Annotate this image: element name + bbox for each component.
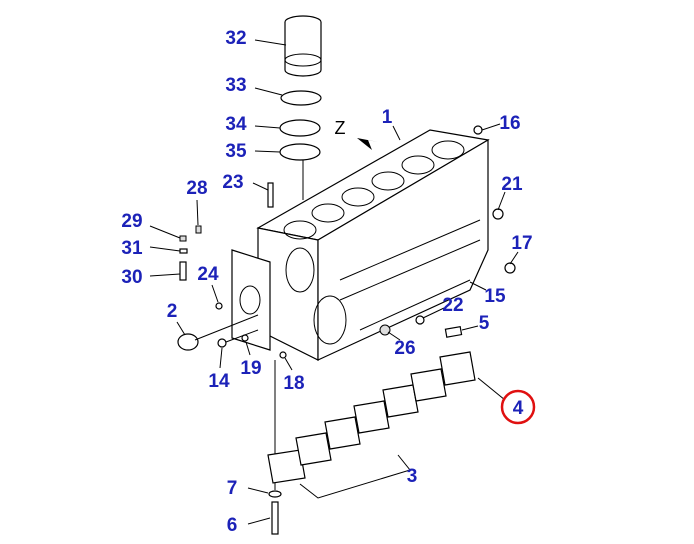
plug-part-2[interactable] [177, 333, 199, 351]
main-bearing-caps-part[interactable] [267, 351, 476, 484]
view-arrow-icon [357, 138, 378, 150]
callout-17[interactable]: 17 [511, 233, 532, 254]
callout-22[interactable]: 22 [442, 295, 463, 316]
callout-16[interactable]: 16 [499, 113, 520, 134]
callout-19[interactable]: 19 [240, 358, 261, 379]
highlight-circle [500, 389, 536, 425]
callout-24[interactable]: 24 [197, 264, 219, 285]
callout-3[interactable]: 3 [407, 466, 418, 487]
view-marker-label: Z [335, 118, 346, 138]
callout-31[interactable]: 31 [121, 238, 143, 259]
dowel-part-5[interactable] [444, 325, 463, 338]
callout-34[interactable]: 34 [225, 114, 247, 135]
o-ring-part-33[interactable] [280, 90, 322, 106]
callout-1[interactable]: 1 [382, 107, 393, 128]
bolt-part-6[interactable] [271, 501, 279, 535]
callout-15[interactable]: 15 [484, 286, 506, 307]
plug-part-24[interactable] [215, 302, 223, 310]
callout-33[interactable]: 33 [225, 75, 246, 96]
plug-part-26[interactable] [379, 324, 391, 336]
cylinder-block-part[interactable] [231, 129, 490, 361]
callout-28[interactable]: 28 [186, 178, 207, 199]
callout-6[interactable]: 6 [227, 515, 238, 536]
plug-part-17[interactable] [504, 262, 516, 274]
callout-32[interactable]: 32 [225, 28, 246, 49]
clip-part-29[interactable] [179, 235, 187, 242]
washer-part-31[interactable] [179, 248, 188, 254]
leader-lines [149, 39, 519, 525]
callout-2[interactable]: 2 [167, 301, 178, 322]
plug-part-22[interactable] [415, 315, 425, 325]
callout-21[interactable]: 21 [501, 174, 523, 195]
pin-part-23[interactable] [267, 182, 274, 208]
clip-part-28[interactable] [195, 225, 202, 234]
plug-part-21[interactable] [492, 208, 504, 220]
callout-5[interactable]: 5 [479, 313, 490, 334]
callout-14[interactable]: 14 [208, 371, 230, 392]
plug-part-14[interactable] [217, 338, 227, 348]
callout-29[interactable]: 29 [121, 211, 142, 232]
washer-part-7[interactable] [268, 490, 282, 498]
o-ring-part-35[interactable] [279, 143, 321, 161]
callout-7[interactable]: 7 [227, 478, 238, 499]
callout-23[interactable]: 23 [222, 172, 243, 193]
callout-18[interactable]: 18 [283, 373, 304, 394]
callout-4[interactable]: 4 [513, 398, 524, 419]
cylinder-liner-part[interactable] [284, 15, 322, 77]
plug-part-18[interactable] [279, 351, 287, 359]
plug-part-16[interactable] [473, 125, 483, 135]
callout-30[interactable]: 30 [121, 267, 142, 288]
callout-35[interactable]: 35 [225, 141, 247, 162]
bolt-part-30[interactable] [179, 261, 187, 281]
callout-26[interactable]: 26 [394, 338, 415, 359]
callout-labels: 32 33 34 35 1 16 21 17 15 22 5 26 4 3 7 … [121, 28, 532, 536]
o-ring-part-34[interactable] [279, 119, 321, 137]
